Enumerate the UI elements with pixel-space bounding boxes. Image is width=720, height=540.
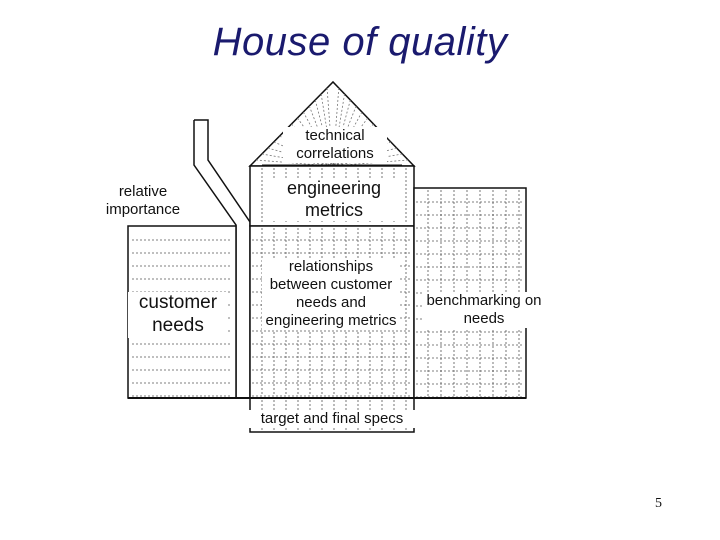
target-specs-label: target and final specs xyxy=(240,410,424,428)
page-number: 5 xyxy=(655,496,662,511)
relationships-label: relationships between customer needs and… xyxy=(262,258,400,330)
technical-correlations-label: technical correlations xyxy=(283,127,387,163)
engineering-metrics-label: engineering metrics xyxy=(267,178,401,222)
relative-importance-label: relative importance xyxy=(105,183,181,218)
slide-title: House of quality xyxy=(212,20,508,64)
grid-line xyxy=(255,159,332,167)
benchmarking-label: benchmarking on needs xyxy=(422,292,546,328)
customer-needs-label: customer needs xyxy=(128,292,228,338)
